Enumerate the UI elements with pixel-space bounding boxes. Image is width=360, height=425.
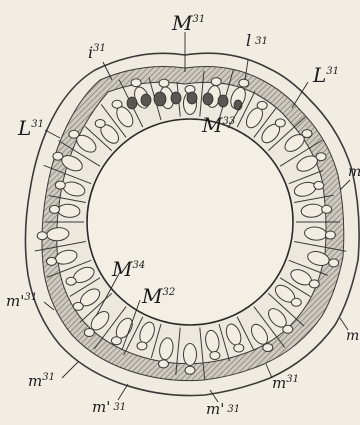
vesicle-small [131,79,141,87]
vesicle-small [291,298,301,306]
vesicle-small [55,181,65,189]
vesicle-small [111,337,121,345]
vesicle-small [211,78,221,86]
label-L31-left: L31 [17,116,44,140]
label-m-right-lower: m [346,328,359,344]
vesicle-small [66,277,76,285]
vesicle-small [325,231,335,239]
label-m-right-upper: m [348,164,360,180]
vesicle-small [210,352,220,360]
vesicle-small [309,280,319,288]
vesicle-small [95,120,105,128]
vesicle-small [84,329,94,337]
vesicle-small [302,130,312,138]
label-i31: i31 [88,43,106,62]
label-L31-right: L31 [312,63,339,87]
vesicle-small [314,181,324,189]
vesicle-small [73,302,83,310]
vesicle-small [112,100,122,108]
label-m-prime-bottom-2: m'31 [206,400,240,418]
vesicle-small [53,152,63,160]
vesicle-small [234,344,244,352]
vesicle-small [47,257,57,265]
vesicle-small [37,232,47,240]
label-m-prime-bottom-1: m'31 [92,398,126,416]
vesicle-small [159,79,169,87]
vesicle-small [283,325,293,333]
vesicle-small [316,153,326,161]
label-m31-bottom-right: m31 [272,374,299,392]
vesicle-small [329,259,339,267]
vesicle-small [322,205,332,213]
label-M31-top: M31 [171,11,205,35]
vesicle [184,344,197,366]
vesicle-small [159,360,169,368]
label-m-prime-left: m'31 [6,292,37,310]
vesicle-small [69,130,79,138]
vesicle-small [50,205,60,213]
vesicle-small [263,344,273,352]
vesicle-small [257,101,267,109]
vesicle-small [137,342,147,350]
vesicle-small [185,366,195,374]
vesicle-small [239,79,249,87]
label-m31-bottom-left: m31 [28,372,55,390]
vesicle-small [275,119,285,127]
central-lumen [87,119,293,325]
